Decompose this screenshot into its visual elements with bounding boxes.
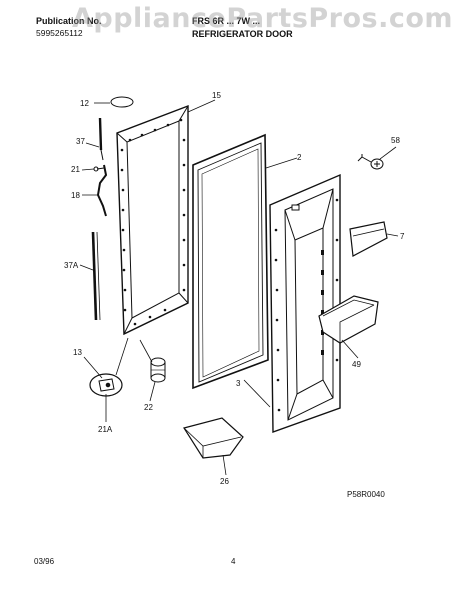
footer-page: 4 <box>231 557 236 566</box>
callout-22: 22 <box>144 403 153 412</box>
callout-37: 37 <box>76 137 85 146</box>
part-49-door-shelf <box>318 295 379 344</box>
section-title: REFRIGERATOR DOOR <box>192 29 293 39</box>
part-13-hinge-pivot <box>89 373 123 397</box>
callout-12: 12 <box>80 99 89 108</box>
callout-15: 15 <box>212 91 221 100</box>
callout-37a: 37A <box>64 261 79 270</box>
part-7-button-cover <box>349 221 388 257</box>
part-3-door-liner <box>269 173 341 433</box>
publication-label: Publication No. <box>36 16 102 26</box>
leader-lines <box>79 99 399 476</box>
part-18-hinge-bracket <box>96 164 108 217</box>
part-2-door-gasket <box>192 133 269 390</box>
part-37-hinge-rod <box>98 117 104 161</box>
publication-number: 5995265112 <box>36 28 83 38</box>
watermark: AppliancePartsPros.com <box>72 3 454 34</box>
callout-26: 26 <box>220 477 229 486</box>
callout-13: 13 <box>73 348 82 357</box>
figure-code: P58R0040 <box>347 490 385 499</box>
callout-49: 49 <box>352 360 361 369</box>
callout-21a: 21A <box>98 425 113 434</box>
part-58-screw <box>357 154 384 170</box>
part-21-screw <box>93 166 105 172</box>
part-37a-strip <box>91 231 101 321</box>
callout-21: 21 <box>71 165 80 174</box>
footer-date: 03/96 <box>34 557 55 566</box>
callout-7: 7 <box>400 232 405 241</box>
callout-3: 3 <box>236 379 241 388</box>
part-22-bushing <box>150 357 166 383</box>
callout-18: 18 <box>71 191 80 200</box>
part-12-plug <box>110 96 134 108</box>
part-15-door-frame <box>116 104 189 336</box>
part-26-bin <box>183 417 244 459</box>
model-line: FRS 6R ... 7W ... <box>192 16 261 26</box>
callout-58: 58 <box>391 136 400 145</box>
callout-2: 2 <box>297 153 302 162</box>
